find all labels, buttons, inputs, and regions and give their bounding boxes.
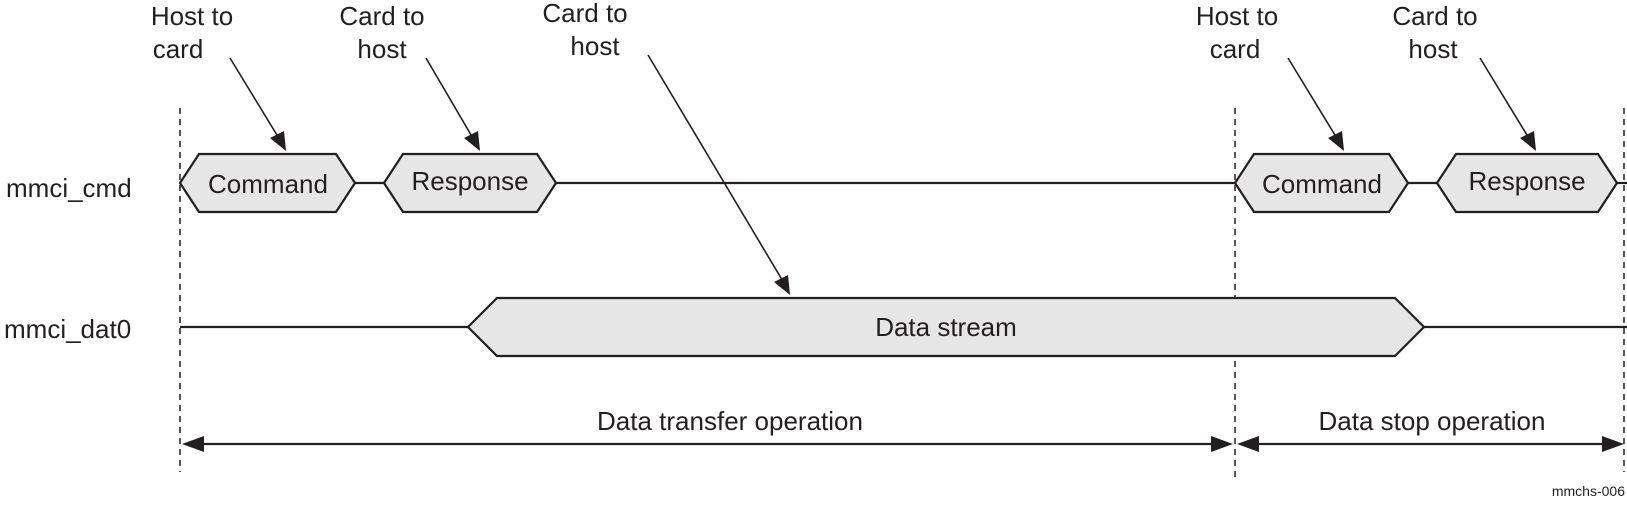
annotation-card-to-host-1-line1: Card to — [339, 1, 424, 31]
annotation-card-to-host-1-line2: host — [357, 34, 407, 64]
arrow-card-to-host-1 — [425, 57, 475, 141]
data-transfer-arrow-right — [1211, 436, 1233, 452]
data-stop-operation-label: Data stop operation — [1319, 406, 1546, 436]
data-transfer-span: Data transfer operation — [182, 406, 1233, 452]
annotation-host-to-card-1: Host to card — [151, 1, 286, 151]
arrow-card-to-host-data — [647, 54, 785, 284]
command-block-2-label: Command — [1262, 169, 1382, 199]
figure-id: mmchs-006 — [1552, 483, 1625, 499]
arrow-host-to-card-2 — [1287, 57, 1339, 141]
data-transfer-operation-label: Data transfer operation — [597, 406, 863, 436]
annotation-card-to-host-2: Card to host — [1392, 1, 1536, 151]
annotation-card-to-host-2-line1: Card to — [1392, 1, 1477, 31]
annotation-card-to-host-data-line1: Card to — [542, 0, 627, 28]
data-stream-label: Data stream — [875, 312, 1017, 342]
data-stop-arrow-left — [1237, 436, 1259, 452]
data-transfer-arrow-left — [182, 436, 204, 452]
response-block-1: Response — [382, 152, 558, 214]
command-block-2: Command — [1233, 152, 1410, 214]
response-block-2-label: Response — [1468, 166, 1585, 196]
signal-label-dat0: mmci_dat0 — [4, 314, 131, 344]
response-block-2: Response — [1435, 152, 1619, 214]
annotation-host-to-card-1-line2: card — [153, 34, 204, 64]
command-block-1: Command — [178, 152, 357, 214]
annotation-host-to-card-2: Host to card — [1196, 1, 1344, 151]
annotation-host-to-card-2-line1: Host to — [1196, 1, 1278, 31]
signal-label-cmd: mmci_cmd — [6, 173, 132, 203]
data-stop-span: Data stop operation — [1237, 406, 1624, 452]
annotation-card-to-host-data-line2: host — [570, 31, 620, 61]
annotation-host-to-card-2-line2: card — [1210, 34, 1261, 64]
annotation-card-to-host-1: Card to host — [339, 1, 480, 151]
annotation-host-to-card-1-line1: Host to — [151, 1, 233, 31]
arrow-host-to-card-1 — [229, 57, 281, 141]
annotation-card-to-host-2-line2: host — [1408, 34, 1458, 64]
data-stop-arrow-right — [1602, 436, 1624, 452]
command-block-1-label: Command — [208, 169, 328, 199]
response-block-1-label: Response — [411, 166, 528, 196]
arrow-card-to-host-2 — [1479, 57, 1531, 141]
annotation-card-to-host-data: Card to host — [542, 0, 790, 295]
data-stream-block: Data stream — [466, 296, 1426, 358]
